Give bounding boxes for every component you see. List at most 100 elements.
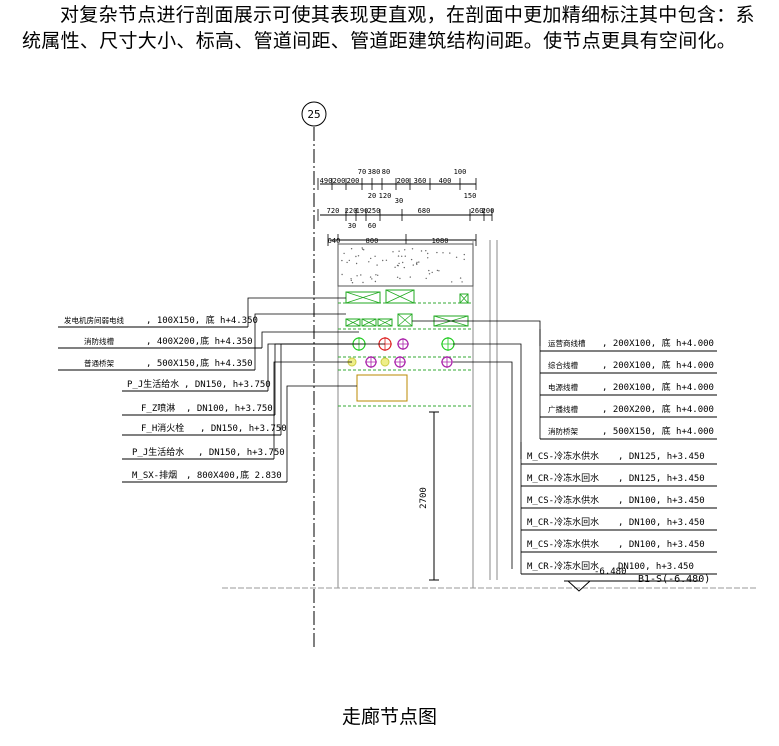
left-label-name: F_Z喷淋 [141, 402, 175, 414]
right-label: 综合线槽 , 200X100, 底 h+4.000 [539, 351, 717, 374]
right-label: 广播线槽 , 200X200, 底 h+4.000 [539, 395, 717, 418]
right-label: M_CS-冷冻水供水 , DN100, h+3.450 [520, 530, 717, 553]
dimension-text: 70 [358, 168, 366, 176]
left-label-spec: , 100X150, 底 h+4.350 [146, 314, 258, 326]
right-label-spec: , DN100, h+3.450 [618, 518, 705, 528]
right-label-spec: , DN125, h+3.450 [618, 474, 705, 484]
level-marker [566, 580, 592, 592]
dimension-text: 220 [345, 207, 358, 215]
left-label: P_J生活给水 , DN150, h+3.750 [122, 361, 352, 460]
left-label-name: 普通桥架 [84, 358, 114, 368]
right-label-name: 电源线槽 [548, 382, 578, 392]
right-label: M_CR-冷冻水回水 , DN125, h+3.450 [520, 464, 717, 487]
right-label-name: M_CR-冷冻水回水 [527, 472, 599, 484]
right-label: M_CR-冷冻水回水 DN100, h+3.450 [520, 552, 717, 575]
cable-tray-row-upper [345, 289, 469, 304]
right-label-spec: , 200X100, 底 h+4.000 [602, 337, 714, 349]
dimension-text: 150 [464, 192, 477, 200]
dimension-text: 200 [347, 177, 360, 185]
dimension-text: 1080 [432, 237, 449, 245]
dimension-text: 80 [382, 168, 390, 176]
right-label-name: M_CS-冷冻水供水 [527, 494, 599, 506]
slab-hatch [341, 247, 465, 284]
left-label-name: M_SX-排烟 [132, 469, 177, 481]
dimension-text: 20 [368, 192, 376, 200]
vertical-dimension: 2700 [419, 411, 439, 581]
right-label-spec: , 500X150, 底 h+4.000 [602, 425, 714, 437]
right-label-spec: , 200X100, 底 h+4.000 [602, 381, 714, 393]
dimension-text: 640 [328, 237, 341, 245]
dimension-text: 120 [379, 192, 392, 200]
right-label: 电源线槽 , 200X100, 底 h+4.000 [539, 373, 717, 396]
left-label-spec: , 800X400,底 2.830 [186, 469, 282, 481]
left-label-spec: , DN150, h+3.750 [200, 424, 287, 434]
right-label-name: 广播线槽 [548, 404, 578, 414]
left-label-name: F_H消火栓 [141, 422, 184, 434]
pipe-row-lower [347, 356, 453, 368]
right-label-spec: , 200X100, 底 h+4.000 [602, 359, 714, 371]
left-label-name: 消防线槽 [84, 336, 114, 346]
right-label-name: M_CS-冷冻水供水 [527, 538, 599, 550]
left-label: M_SX-排烟 , 800X400,底 2.830 [122, 385, 357, 483]
left-label-spec: , 500X150,底 h+4.350 [146, 357, 253, 369]
intro-paragraph: 对复杂节点进行剖面展示可使其表现更直观，在剖面中更加精细标注其中包含：系统属性、… [22, 4, 755, 52]
right-label: 消防桥架 , 500X150, 底 h+4.000 [539, 417, 717, 440]
level-tag: B1-S(-6.480) [638, 574, 710, 585]
left-label: P_J生活给水 , DN150, h+3.750 [122, 343, 352, 392]
dimension-text: 680 [418, 207, 431, 215]
figure-caption: 走廊节点图 [341, 706, 437, 728]
cable-tray-row-lower [345, 313, 469, 327]
axis-bubble [301, 101, 327, 127]
left-label-group: 发电机房间弱电线 , 100X150, 底 h+4.350 消防线槽 , 400X20… [58, 297, 385, 483]
right-label-spec: , DN100, h+3.450 [618, 496, 705, 506]
dimension-text: 30 [348, 222, 356, 230]
dimension-text: 100 [454, 168, 467, 176]
right-label: M_CR-冷冻水回水, DN100, h+3.450 [520, 508, 717, 531]
right-label-name: 消防桥架 [548, 426, 578, 436]
level-value-small: -6.480 [594, 567, 627, 577]
smoke-exhaust-duct [356, 374, 408, 402]
left-label-name: 发电机房间弱电线 [64, 315, 124, 325]
dimension-text: 400 [439, 177, 452, 185]
dimension-text: 720 [327, 207, 340, 215]
left-label-spec: , DN150, h+3.750 [198, 448, 285, 458]
dimension-text: 200 [397, 177, 410, 185]
right-label-spec: , DN125, h+3.450 [618, 452, 705, 462]
left-label: F_H消火栓 , DN150, h+3.750 [122, 343, 385, 436]
dimension-text: 260 [471, 207, 484, 215]
dimension-text: 490 [320, 177, 333, 185]
left-label: 消防线槽 , 400X200,底 h+4.350 [58, 331, 359, 349]
right-label-name: M_CR-冷冻水回水 [527, 560, 599, 572]
vertical-dimension-text: 2700 [419, 487, 429, 509]
right-label: M_CS-冷冻水供水 , DN100, h+3.450 [520, 486, 717, 509]
right-label-spec: , DN100, h+3.450 [618, 540, 705, 550]
right-label-spec: DN100, h+3.450 [618, 562, 694, 572]
dimension-text: 800 [366, 237, 379, 245]
left-label: 发电机房间弱电线 , 100X150, 底 h+4.350 [58, 297, 346, 328]
dimension-text: 60 [368, 222, 376, 230]
left-label: 普通桥架 , 500X150,底 h+4.350 [58, 313, 346, 371]
left-label: F_Z喷淋 , DN100, h+3.750 [122, 343, 359, 416]
left-label-spec: , DN150, h+3.750 [184, 380, 271, 390]
dimension-text: 30 [395, 197, 403, 205]
left-label-name: P_J生活给水 [127, 378, 179, 390]
right-label-name: 综合线槽 [548, 360, 578, 370]
dimension-text: 190 [356, 207, 369, 215]
right-label: M_CS-冷冻水供水 , DN125, h+3.450 [520, 442, 717, 465]
left-label-spec: , DN100, h+3.750 [186, 404, 273, 414]
concrete-slab [337, 243, 474, 287]
dimension-text: 380 [368, 168, 381, 176]
left-label-spec: , 400X200,底 h+4.350 [146, 335, 253, 347]
axis-label: 25 [307, 108, 320, 121]
dimension-text: 360 [414, 177, 427, 185]
left-label-name: P_J生活给水 [132, 446, 184, 458]
right-label-name: M_CS-冷冻水供水 [527, 450, 599, 462]
right-label-spec: , 200X200, 底 h+4.000 [602, 403, 714, 415]
dimension-text: 200 [333, 177, 346, 185]
dimension-text: 200 [482, 207, 495, 215]
